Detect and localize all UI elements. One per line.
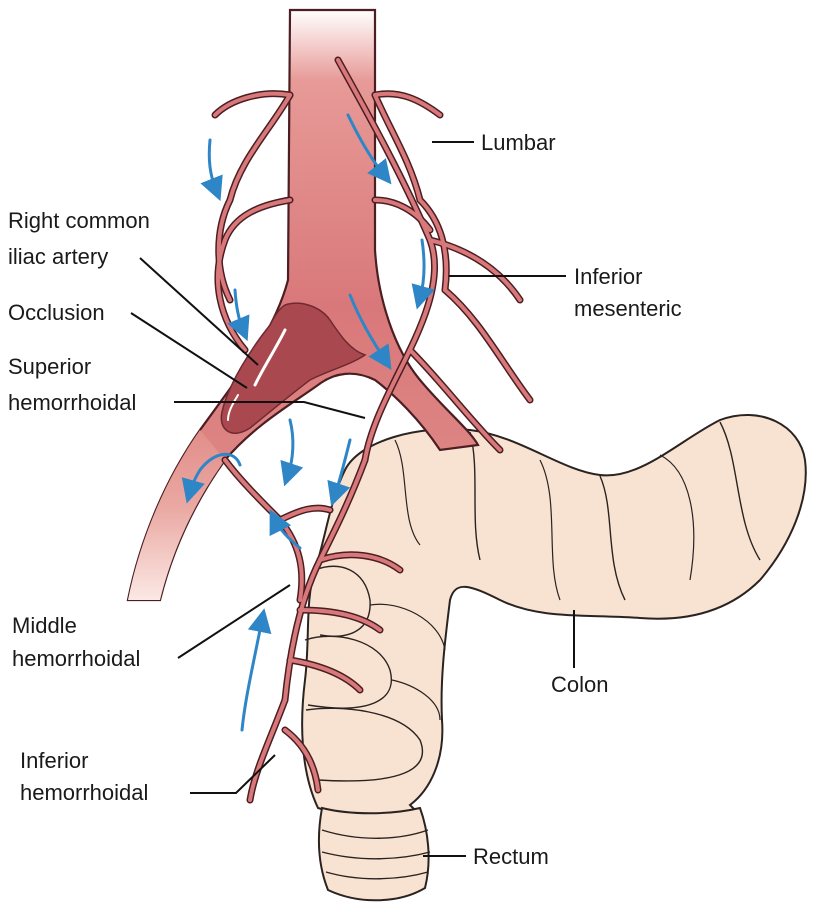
flow-arrow-aorta-right xyxy=(348,293,392,371)
leader-lines xyxy=(130,141,575,857)
labels: Lumbar Right common iliac artery Occlusi… xyxy=(8,130,682,869)
left-common-iliac xyxy=(128,430,225,600)
flow-arrow-iliac-reverse xyxy=(181,452,242,504)
label-middle-hemorrhoidal-line1: Middle xyxy=(12,613,77,638)
flow-arrow-inferior-hemorrhoidal xyxy=(240,608,272,732)
label-lumbar: Lumbar xyxy=(481,130,556,155)
flow-arrow-sigmoid-upper xyxy=(327,438,352,507)
label-right-common-iliac-line2: iliac artery xyxy=(8,244,108,269)
label-rectum: Rectum xyxy=(473,844,549,869)
label-inferior-hemorrhoidal-line1: Inferior xyxy=(20,748,88,773)
flow-arrow-inferior-mesenteric-top xyxy=(346,113,392,185)
label-colon: Colon xyxy=(551,672,608,697)
occlusion xyxy=(220,302,367,434)
flow-arrow-middle-hemorrhoidal xyxy=(269,509,302,550)
leader-right-common-iliac xyxy=(139,257,259,366)
leader-occlusion xyxy=(130,312,248,389)
label-right-common-iliac-line1: Right common xyxy=(8,208,150,233)
label-inferior-hemorrhoidal-line2: hemorrhoidal xyxy=(20,780,148,805)
colon xyxy=(301,414,807,819)
label-inferior-mesenteric-line1: Inferior xyxy=(574,264,642,289)
leader-middle-hemorrhoidal xyxy=(177,584,291,659)
blood-flow-arrows xyxy=(181,113,435,732)
flow-arrow-superior-hemorrhoidal xyxy=(280,418,304,487)
leader-inferior-hemorrhoidal xyxy=(190,754,276,794)
label-inferior-mesenteric-line2: mesenteric xyxy=(574,296,682,321)
label-middle-hemorrhoidal-line2: hemorrhoidal xyxy=(12,646,140,671)
flow-arrow-inferior-mesenteric-mid xyxy=(411,238,435,310)
flow-arrow-left-lumbar xyxy=(200,138,223,202)
leader-superior-hemorrhoidal xyxy=(174,401,366,419)
flow-arrow-left-lumbar-lower xyxy=(227,288,250,342)
label-superior-hemorrhoidal-line1: Superior xyxy=(8,354,91,379)
label-superior-hemorrhoidal-line2: hemorrhoidal xyxy=(8,390,136,415)
rectum xyxy=(317,806,431,902)
label-occlusion: Occlusion xyxy=(8,300,105,325)
